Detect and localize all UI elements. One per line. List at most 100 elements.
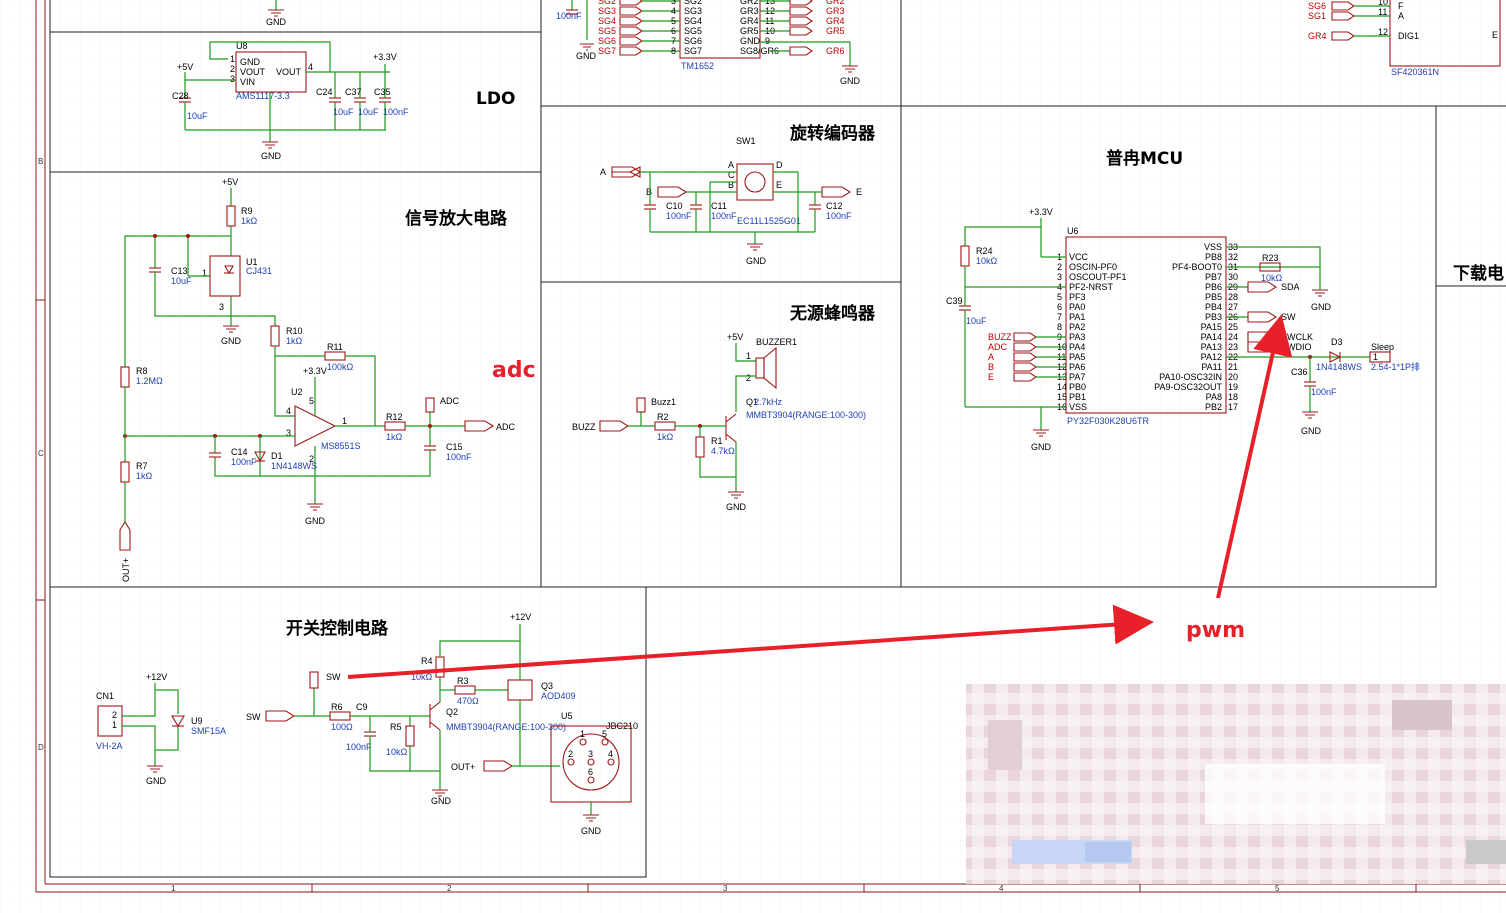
svg-text:5: 5 — [309, 396, 314, 406]
seg-net-flag — [619, 6, 643, 16]
mcu-pin-right: PB3 — [1205, 312, 1222, 322]
seg-pin-num: 4 — [671, 6, 676, 16]
svg-text:GND: GND — [266, 17, 287, 27]
svg-text:1: 1 — [112, 720, 117, 730]
title-encoder: 旋转编码器 — [789, 123, 876, 144]
title-download: 下载电 — [1453, 263, 1504, 284]
svg-text:100Ω: 100Ω — [331, 722, 353, 732]
disp-pin-num: 12 — [1378, 27, 1388, 37]
svg-text:GND: GND — [261, 151, 282, 161]
disp-net-flag — [1331, 11, 1355, 21]
svg-text:AOD409: AOD409 — [541, 691, 576, 701]
ruler-col-3: 3 — [723, 884, 728, 893]
mcu-pin-left: PF2-NRST — [1069, 282, 1114, 292]
seg-net-flag — [619, 16, 643, 26]
svg-text:U9: U9 — [191, 716, 203, 726]
svg-text:SMF15A: SMF15A — [191, 726, 226, 736]
switch-circuit: CN1 2 1 VH-2A +12V U9 SMF15A GND SW SW R… — [96, 612, 638, 836]
mcu-pin-num: 15 — [1057, 392, 1067, 402]
svg-text:1: 1 — [230, 54, 235, 64]
svg-text:1.2MΩ: 1.2MΩ — [136, 376, 163, 386]
svg-text:+12V: +12V — [510, 612, 531, 622]
svg-text:3: 3 — [230, 74, 235, 84]
svg-text:1: 1 — [746, 351, 751, 361]
ruler-row-d: D — [38, 743, 44, 752]
svg-text:3: 3 — [286, 428, 291, 438]
svg-text:10kΩ: 10kΩ — [1261, 273, 1283, 283]
u5-pin-num: 5 — [602, 729, 607, 739]
seg-pin-name: SG5 — [684, 26, 702, 36]
svg-text:2: 2 — [309, 454, 314, 464]
svg-text:R7: R7 — [136, 461, 148, 471]
mcu-pin-num: 25 — [1228, 322, 1238, 332]
svg-text:R24: R24 — [976, 246, 993, 256]
mcu-pin-right: PA13 — [1201, 342, 1222, 352]
svg-text:R23: R23 — [1262, 253, 1279, 263]
svg-text:3: 3 — [219, 302, 224, 312]
disp-pin-name: F — [1398, 1, 1404, 11]
svg-text:1N4148WS: 1N4148WS — [1316, 362, 1362, 372]
svg-text:1: 1 — [202, 268, 207, 278]
svg-text:Q1: Q1 — [746, 397, 758, 407]
mcu-part: PY32F030K28U6TR — [1067, 416, 1150, 426]
mcu-pin-right: PB4 — [1205, 302, 1222, 312]
ldo-cap-value: 10uF — [358, 107, 379, 117]
ldo-ref: U8 — [236, 41, 248, 51]
u5-pin-num: 4 — [608, 749, 613, 759]
svg-text:MMBT3904(RANGE:100-300): MMBT3904(RANGE:100-300) — [446, 722, 566, 732]
display-part: SF420361N — [1391, 67, 1439, 77]
mcu-sleep-conn: 2.54-1*1P排 — [1371, 361, 1420, 372]
mcu-pin-left: PA5 — [1069, 352, 1085, 362]
disp-net-label: SG6 — [1308, 1, 1326, 11]
seg-net-label: SG7 — [598, 46, 616, 56]
disp-net-label: SG1 — [1308, 11, 1326, 21]
svg-text:R8: R8 — [136, 366, 148, 376]
u5-pin-num: 6 — [588, 767, 593, 777]
seg-pin-num: 7 — [671, 36, 676, 46]
mcu-left-net-flag — [1013, 352, 1037, 362]
svg-text:GND: GND — [746, 256, 767, 266]
svg-text:C9: C9 — [356, 702, 368, 712]
svg-text:1kΩ: 1kΩ — [386, 432, 403, 442]
mcu-pin-right: VSS — [1204, 242, 1222, 252]
mcu-pin-num: 7 — [1057, 312, 1062, 322]
mcu-left-net-flag — [1013, 362, 1037, 372]
mcu-pin-right: PB5 — [1205, 292, 1222, 302]
mcu-pin-num: 28 — [1228, 292, 1238, 302]
mcu-circuit: U6 PY32F030K28U6TR VCC1OSCIN-PF02OSCOUT-… — [946, 207, 1420, 452]
svg-text:1kΩ: 1kΩ — [136, 471, 153, 481]
ldo-cap-ref: C35 — [374, 87, 391, 97]
mcu-ref: U6 — [1067, 226, 1079, 236]
mcu-pin-right: PB8 — [1205, 252, 1222, 262]
buzzer-net: BUZZ — [572, 422, 596, 432]
svg-text:100nF: 100nF — [231, 457, 257, 467]
seg-pin-num: 6 — [671, 26, 676, 36]
svg-text:10uF: 10uF — [171, 276, 192, 286]
gr-pin-name: GND — [740, 36, 761, 46]
seg-net-flag — [619, 26, 643, 36]
mcu-pin-left: PA2 — [1069, 322, 1085, 332]
svg-text:E: E — [1492, 30, 1498, 40]
mcu-pin-left: OSCOUT-PF1 — [1069, 272, 1127, 282]
svg-text:GND: GND — [581, 826, 602, 836]
svg-text:MS8551S: MS8551S — [321, 441, 361, 451]
mcu-net-swclk: SWCLK — [1281, 332, 1313, 342]
u5-pin — [567, 758, 575, 766]
ldo-5v: +5V — [177, 62, 193, 72]
mcu-net-sda: SDA — [1281, 282, 1300, 292]
mcu-pin-num: 2 — [1057, 262, 1062, 272]
mcu-left-net-label: BUZZ — [988, 332, 1012, 342]
ruler-col-5: 5 — [1275, 884, 1280, 893]
seg-net-label: SG4 — [598, 16, 616, 26]
svg-text:CN1: CN1 — [96, 691, 114, 701]
svg-text:1: 1 — [342, 416, 347, 426]
disp-pin-name: DIG1 — [1398, 31, 1419, 41]
top-left-gnd: GND — [266, 0, 287, 27]
mcu-pin-right: PA12 — [1201, 352, 1222, 362]
svg-text:OUT+: OUT+ — [451, 762, 475, 772]
mcu-pin-right: PA8 — [1206, 392, 1222, 402]
mcu-pin-right: PB2 — [1205, 402, 1222, 412]
title-buzzer: 无源蜂鸣器 — [789, 303, 876, 324]
ldo-cap-ref: C37 — [345, 87, 362, 97]
svg-text:100kΩ: 100kΩ — [327, 362, 354, 372]
